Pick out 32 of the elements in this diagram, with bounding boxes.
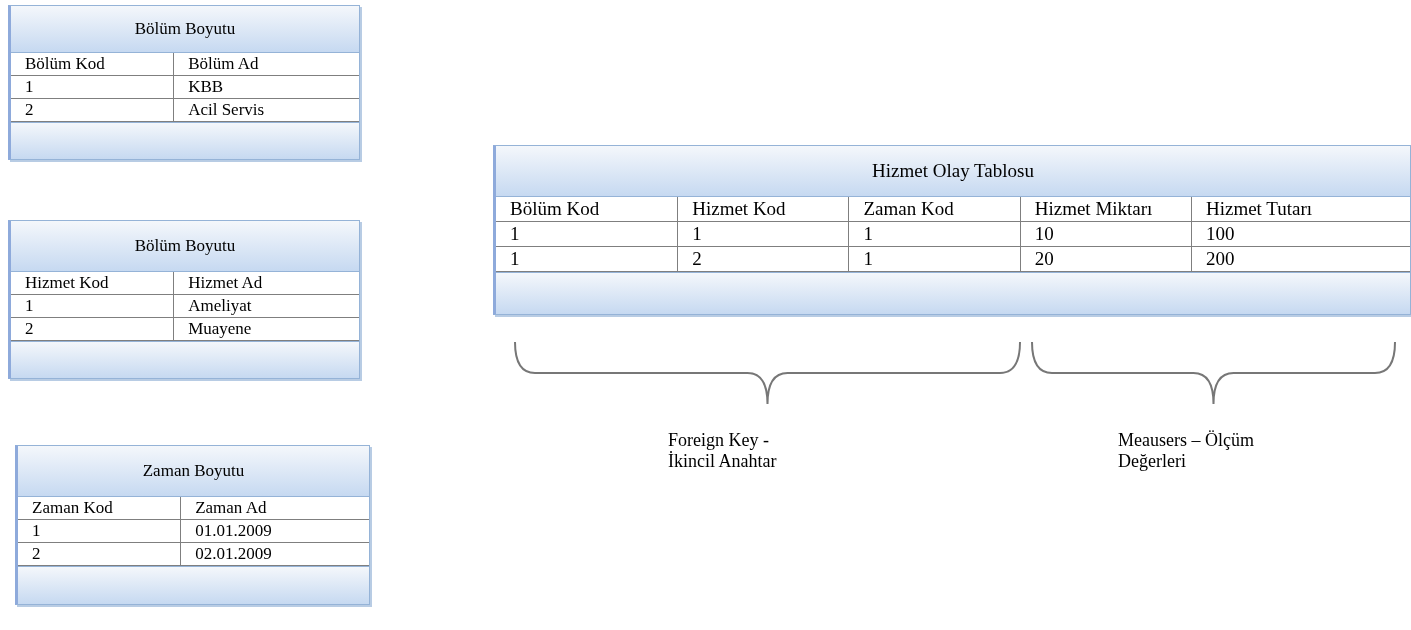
table-cell: 100 — [1191, 222, 1410, 247]
table-cell: 1 — [496, 222, 679, 247]
table-cell: 1 — [18, 520, 182, 543]
table-cell: Ameliyat — [174, 295, 359, 318]
column-header: Hizmet Ad — [174, 272, 359, 295]
table-cell: 1 — [678, 222, 850, 247]
column-header: Bölüm Kod — [11, 53, 175, 76]
table-title: Zaman Boyutu — [142, 461, 245, 481]
column-header: Zaman Kod — [18, 497, 182, 520]
table-cell: 1 — [11, 295, 175, 318]
data-table — [493, 145, 1411, 315]
table-cell: 10 — [1020, 222, 1192, 247]
column-header: Hizmet Miktarı — [1020, 197, 1192, 222]
table-cell: KBB — [174, 76, 359, 99]
table-title: Bölüm Boyutu — [134, 19, 236, 39]
column-header: Hizmet Kod — [11, 272, 175, 295]
table-cell: 01.01.2009 — [181, 520, 369, 543]
table-title: Hizmet Olay Tablosu — [872, 160, 1034, 182]
column-header: Zaman Ad — [181, 497, 369, 520]
table-cell: 1 — [849, 222, 1021, 247]
data-table — [15, 445, 370, 605]
brace-caption: Foreign Key - İkincil Anahtar — [668, 430, 778, 472]
column-header: Hizmet Kod — [678, 197, 850, 222]
column-header: Bölüm Ad — [174, 53, 359, 76]
data-table — [8, 220, 360, 379]
column-header: Bölüm Kod — [496, 197, 679, 222]
brace-caption: Meausers – Ölçüm Değerleri — [1118, 430, 1255, 472]
column-header: Zaman Kod — [849, 197, 1021, 222]
data-table — [8, 5, 360, 160]
column-header: Hizmet Tutarı — [1191, 197, 1410, 222]
table-title: Bölüm Boyutu — [134, 236, 236, 256]
table-cell: 1 — [11, 76, 175, 99]
